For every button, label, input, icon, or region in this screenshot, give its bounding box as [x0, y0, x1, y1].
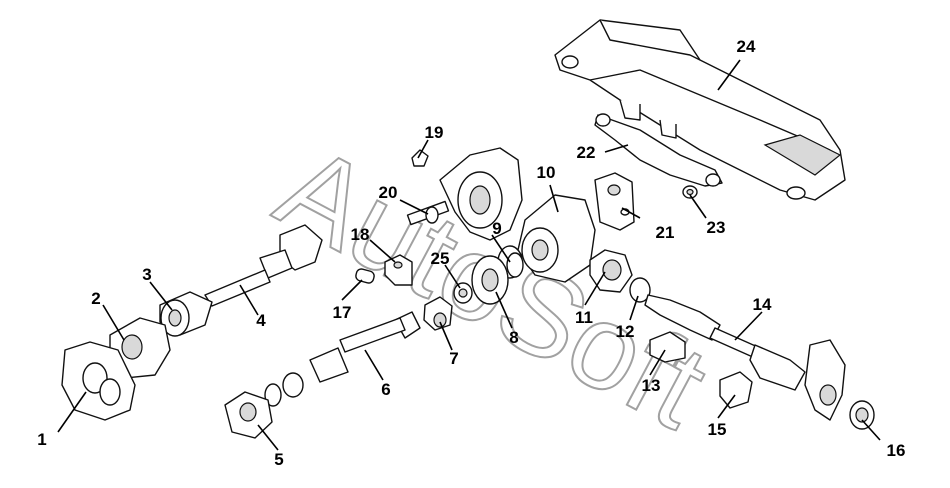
callout-2: 2 [91, 289, 100, 308]
callout-10: 10 [537, 163, 556, 182]
washer-25 [453, 282, 473, 304]
shaft-20 [406, 200, 450, 226]
hub-knuckle [804, 339, 846, 421]
leader-lines [57, 59, 881, 451]
mounting-bracket [594, 172, 635, 231]
callout-14: 14 [753, 295, 772, 314]
callout-3: 3 [142, 265, 151, 284]
boot-15 [719, 371, 753, 409]
drive-shaft-right [644, 294, 806, 391]
output-flange-11 [589, 249, 633, 293]
bearing-16 [849, 400, 875, 430]
callout-4: 4 [256, 311, 266, 330]
bolt-19 [411, 149, 429, 167]
callout-labels: 1 2 3 4 5 6 7 8 9 10 11 12 13 14 15 16 1… [37, 37, 905, 469]
callout-11: 11 [575, 308, 593, 327]
seal-ring-9 [506, 252, 524, 278]
callout-9: 9 [492, 219, 501, 238]
flange-8 [471, 255, 509, 305]
callout-19: 19 [425, 123, 444, 142]
bush-17 [355, 268, 375, 284]
lower-control-arm [594, 113, 723, 187]
callout-1: 1 [37, 430, 46, 449]
joint-13 [649, 331, 686, 363]
coupling-3 [160, 299, 190, 337]
callout-16: 16 [887, 441, 906, 460]
callout-5: 5 [274, 450, 283, 469]
callout-22: 22 [577, 143, 596, 162]
joint-5 [224, 391, 273, 439]
callout-8: 8 [509, 328, 518, 347]
bush-23 [682, 185, 698, 199]
callout-12: 12 [616, 322, 635, 341]
callout-17: 17 [333, 303, 352, 322]
transfer-case-housing [439, 147, 523, 241]
bracket-18 [384, 254, 413, 286]
callout-21: 21 [656, 223, 675, 242]
callout-7: 7 [449, 349, 458, 368]
callout-6: 6 [381, 380, 390, 399]
callout-13: 13 [642, 376, 661, 395]
callout-15: 15 [708, 420, 727, 439]
callout-20: 20 [379, 183, 398, 202]
joint-12 [629, 277, 651, 303]
subframe-crossmember [554, 19, 846, 201]
callout-24: 24 [737, 37, 756, 56]
callout-25: 25 [431, 249, 450, 268]
propeller-shaft-rear [264, 311, 421, 407]
bush-7 [423, 296, 453, 331]
front-differential [497, 194, 596, 283]
callout-23: 23 [707, 218, 726, 237]
callout-18: 18 [351, 225, 370, 244]
